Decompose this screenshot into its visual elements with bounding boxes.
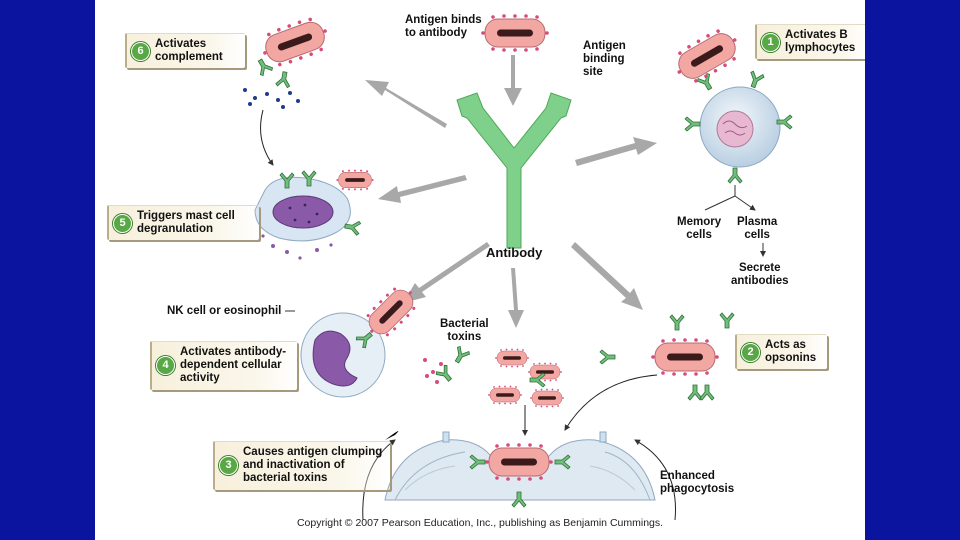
diagram-artwork [243, 12, 793, 521]
nk-cell-illustration [285, 279, 424, 398]
step-5-box: 5 Triggers mast cell degranulation [107, 205, 259, 240]
bacterial-toxins-label: Bacterial toxins [440, 318, 489, 343]
step-3-box: 3 Causes antigen clumping and inactivati… [213, 441, 390, 490]
plasma-cells-label: Plasma cells [737, 216, 778, 241]
step-5-number: 5 [113, 214, 132, 233]
step-1-box: 1 Activates B lymphocytes [755, 24, 865, 59]
central-antibody [456, 92, 572, 249]
secrete-antibodies-label: Secrete antibodies [731, 262, 789, 287]
mast-cell-illustration [254, 169, 374, 260]
phagocyte-illustration [362, 431, 676, 521]
nk-cell-label: NK cell or eosinophil [167, 305, 282, 317]
complement-illustration [243, 12, 334, 166]
step-4-box: 4 Activates antibody- dependent cellular… [150, 341, 297, 390]
b-lymphocyte-illustration [667, 22, 793, 257]
antigen-binds-label: Antigen binds to antibody [405, 14, 482, 39]
copyright-notice: Copyright © 2007 Pearson Education, Inc.… [296, 517, 664, 529]
step-5-text: Triggers mast cell degranulation [137, 210, 235, 235]
opsonin-illustration [564, 312, 735, 431]
binding-site-label: Antigen binding site [583, 40, 626, 78]
memory-cells-label: Memory cells [677, 216, 722, 241]
antigen-top [480, 13, 550, 53]
step-3-text: Causes antigen clumping and inactivation… [243, 446, 383, 484]
step-2-number: 2 [741, 343, 760, 362]
radiating-arrows [365, 55, 657, 328]
step-6-text: Activates complement [155, 38, 223, 63]
step-6-box: 6 Activates complement [125, 33, 245, 68]
enhanced-phagocytosis-label: Enhanced phagocytosis [660, 470, 735, 495]
step-4-number: 4 [156, 356, 175, 375]
step-3-number: 3 [219, 456, 238, 475]
toxins-illustration [423, 345, 565, 436]
step-2-box: 2 Acts as opsonins [735, 334, 827, 369]
step-1-text: Activates B lymphocytes [785, 29, 856, 54]
step-1-number: 1 [761, 33, 780, 52]
step-6-number: 6 [131, 42, 150, 61]
antibody-label: Antibody [486, 245, 543, 260]
diagram-canvas: Antigen binds to antibody Antigen bindin… [95, 0, 865, 540]
step-2-text: Acts as opsonins [765, 339, 817, 364]
step-4-text: Activates antibody- dependent cellular a… [180, 346, 287, 384]
